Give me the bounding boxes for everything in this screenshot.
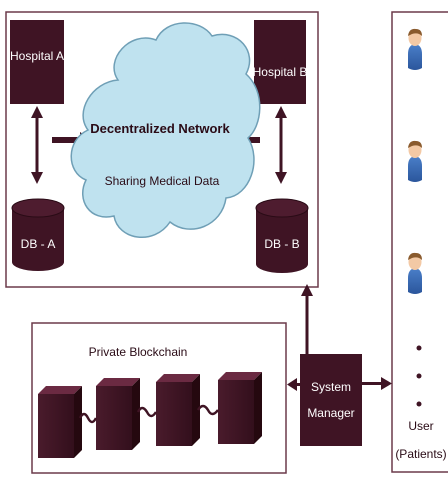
users-label-line2: (Patients) bbox=[395, 447, 446, 461]
block-cube bbox=[156, 374, 200, 446]
hospital-b-label: Hospital B bbox=[253, 65, 308, 79]
system-manager-box bbox=[300, 354, 362, 446]
hospital-a-box bbox=[10, 20, 64, 104]
users-panel bbox=[391, 11, 448, 473]
user-avatar-icon bbox=[408, 252, 422, 294]
arrow-manager-to-network bbox=[301, 284, 313, 354]
block-cube bbox=[96, 378, 140, 450]
arrow-manager-to-users bbox=[362, 377, 392, 390]
db-b-label: DB - B bbox=[264, 237, 299, 251]
db-a-label: DB - A bbox=[21, 237, 56, 251]
system-manager-line1: System bbox=[311, 380, 351, 394]
system-manager-line2: Manager bbox=[307, 406, 354, 420]
block-cube bbox=[38, 386, 82, 458]
hospital-b-box bbox=[254, 20, 306, 104]
ellipsis-dot bbox=[416, 401, 422, 407]
users-label-line1: User bbox=[408, 419, 433, 433]
arrow-hospital-b-db-b bbox=[275, 106, 287, 184]
chain-link bbox=[136, 406, 158, 418]
chain-link bbox=[78, 412, 98, 424]
blockchain-title: Private Blockchain bbox=[89, 345, 188, 359]
user-avatar-icon bbox=[408, 28, 422, 70]
network-title: Decentralized Network bbox=[90, 121, 230, 136]
network-cloud bbox=[70, 22, 261, 238]
db-a-cylinder bbox=[11, 198, 65, 271]
db-b-cylinder bbox=[255, 198, 309, 273]
hospital-a-label: Hospital A bbox=[10, 49, 64, 63]
arrow-hospital-a-db-a bbox=[31, 106, 43, 184]
user-avatar-icon bbox=[408, 140, 422, 182]
network-subtitle: Sharing Medical Data bbox=[105, 174, 220, 188]
chain-link bbox=[196, 404, 219, 416]
ellipsis-dot bbox=[416, 373, 422, 379]
ellipsis-dot bbox=[416, 345, 422, 351]
block-cube bbox=[218, 372, 262, 444]
arrow-manager-to-blockchain bbox=[287, 378, 300, 391]
